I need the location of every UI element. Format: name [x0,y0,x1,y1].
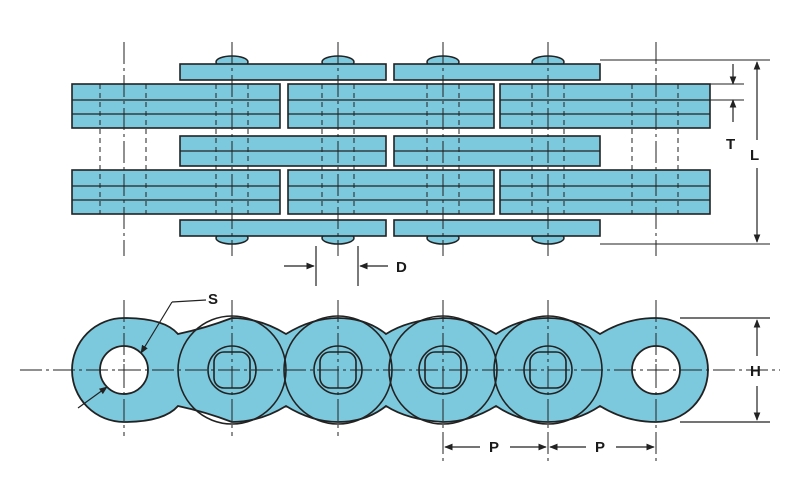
link-plates [71,63,711,237]
outer-plate [393,63,601,81]
side-view: S H P P [20,291,780,462]
dimension-label-p2: P [595,439,605,456]
top-view: T L D [71,42,770,286]
inner-plate [71,83,281,129]
inner-plate [71,169,281,215]
inner-plate [287,83,495,129]
inner-plate [499,83,711,129]
outer-plate [179,63,387,81]
outer-plate [393,219,601,237]
dimension-label-l: L [750,147,759,164]
outer-plate [179,219,387,237]
dimension-s [77,299,207,409]
inner-plate [499,169,711,215]
hidden-pin-lines [99,84,679,214]
side-centerlines [20,300,780,462]
dimension-label-h: H [750,363,761,380]
dimension-label-d: D [396,259,407,276]
top-centerlines [123,42,657,256]
dimension-h [680,317,770,423]
inner-plate [287,169,495,215]
plate-seams [72,99,710,201]
dimension-d [284,246,388,286]
extension-lines-right [600,59,770,245]
dimension-label-s: S [208,291,218,308]
dimension-label-p1: P [489,439,499,456]
dimension-label-t: T [726,136,735,153]
